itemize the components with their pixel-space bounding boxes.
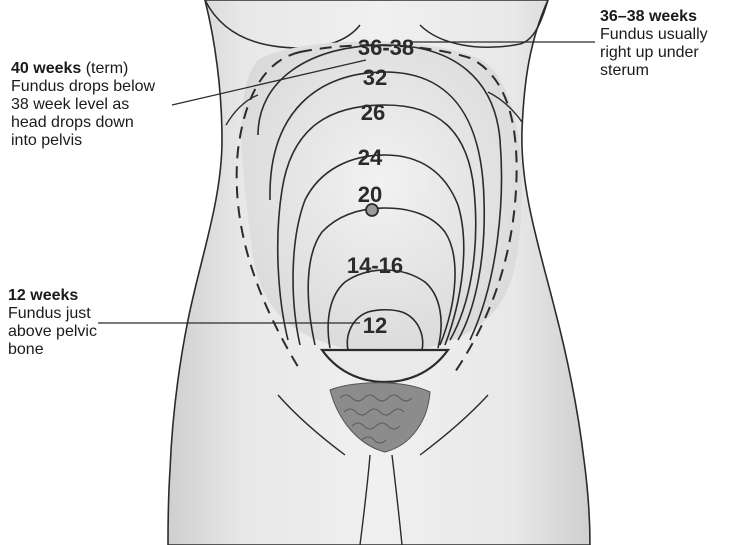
callout-40-weeks-line: Fundus drops below xyxy=(11,78,201,96)
callout-40-weeks-qualifier: (term) xyxy=(81,60,128,77)
callout-12-weeks-line: bone xyxy=(8,341,138,359)
callout-40-weeks-line: into pelvis xyxy=(11,132,201,150)
callout-40-weeks-title: 40 weeks xyxy=(11,60,81,77)
callout-36-38-weeks-line: Fundus usually xyxy=(600,26,730,44)
callout-12-weeks-title: 12 weeks xyxy=(8,287,138,305)
level-label-32: 32 xyxy=(363,65,387,90)
callout-12-weeks-line: above pelvic xyxy=(8,323,138,341)
level-label-26: 26 xyxy=(361,100,385,125)
callout-36-38-weeks-line: sterum xyxy=(600,62,730,80)
callout-40-weeks-heading: 40 weeks (term) xyxy=(11,60,201,78)
level-label-12: 12 xyxy=(363,313,387,338)
level-label-20: 20 xyxy=(358,182,382,207)
callout-40-weeks-line: head drops down xyxy=(11,114,201,132)
callout-36-38-weeks: 36–38 weeks Fundus usually right up unde… xyxy=(600,8,730,80)
level-label-24: 24 xyxy=(358,145,383,170)
callout-12-weeks-line: Fundus just xyxy=(8,305,138,323)
callout-36-38-weeks-title: 36–38 weeks xyxy=(600,8,730,26)
callout-40-weeks: 40 weeks (term) Fundus drops below 38 we… xyxy=(11,60,201,150)
callout-12-weeks: 12 weeks Fundus just above pelvic bone xyxy=(8,287,138,359)
level-label-14-16: 14-16 xyxy=(347,253,403,278)
callout-36-38-weeks-line: right up under xyxy=(600,44,730,62)
callout-40-weeks-line: 38 week level as xyxy=(11,96,201,114)
level-label-36-38: 36-38 xyxy=(358,35,414,60)
